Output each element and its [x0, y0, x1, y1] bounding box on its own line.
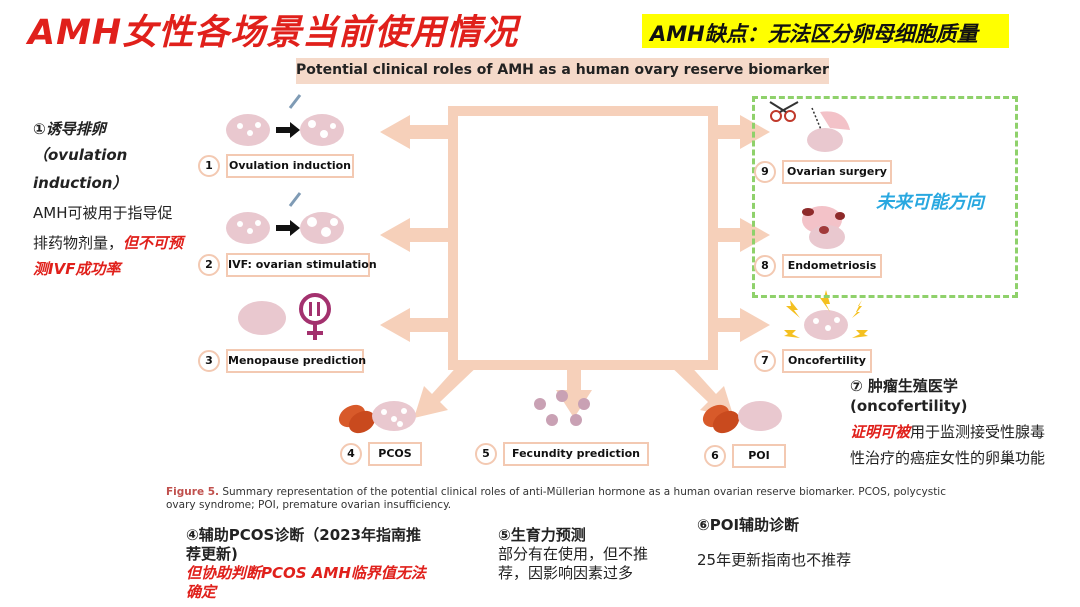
role-label-endometriosis: Endometriosis: [782, 254, 882, 278]
ivf-ovaries: [226, 192, 344, 244]
annotation-ovulation-body-2: 排药物剂量，: [33, 234, 124, 252]
annotation-pcos-title-1: ④辅助PCOS诊断（2023年指南推: [186, 526, 422, 544]
annotation-poi-title: ⑥POI辅助诊断: [697, 516, 800, 534]
annotation-fecundity-body-2: 荐，因影响因素过多: [498, 564, 634, 582]
role-label-poi: POI: [732, 444, 786, 468]
role-number: 7: [754, 350, 776, 372]
figure-title: Potential clinical roles of AMH as a hum…: [296, 62, 829, 78]
role-number: 1: [198, 155, 220, 177]
poi-illustration: [702, 401, 782, 434]
arrow-to-ivf: [380, 218, 448, 252]
endometriosis-illustration: [802, 206, 845, 249]
highlight-background: [642, 14, 1009, 48]
caption-text: Summary representation of the potential …: [166, 486, 946, 511]
ovulation-ovaries: [226, 94, 344, 146]
annotation-oncofertility-body-1: 用于监测接受性腺毒: [910, 423, 1046, 441]
annotation-ovulation-title-3: induction）: [33, 174, 128, 192]
role-number: 5: [475, 443, 497, 465]
future-directions-frame: [752, 96, 1018, 298]
arrow-to-oncofertility: [708, 308, 770, 342]
annotation-ovulation-title-2: （ovulation: [33, 146, 128, 164]
role-number: 2: [198, 254, 220, 276]
annotation-ovulation: ①诱导排卵 （ovulation induction） AMH可被用于指导促 排…: [33, 116, 203, 282]
arrow-to-menopause: [380, 308, 448, 342]
annotation-pcos: ④辅助PCOS诊断（2023年指南推 荐更新) 但协助判断PCOS AMH临界值…: [186, 526, 476, 602]
annotation-ovulation-red-2: 测IVF成功率: [33, 260, 121, 278]
annotation-fecundity-title: ⑤生育力预测: [498, 526, 586, 544]
role-label-ovulation: Ovulation induction: [226, 154, 354, 178]
future-directions-label: 未来可能方向: [876, 192, 984, 213]
annotation-pcos-title-2: 荐更新): [186, 545, 238, 563]
arrow-to-ovulation: [380, 115, 448, 149]
annotation-oncofertility-red: 证明可被: [850, 423, 911, 441]
role-label-ovarian-surgery: Ovarian surgery: [782, 160, 892, 184]
role-number: 6: [704, 445, 726, 467]
menopause-illustration: [238, 293, 331, 340]
annotation-oncofertility-body-2: 性治疗的癌症女性的卵巢功能: [850, 449, 1046, 467]
role-number: 3: [198, 350, 220, 372]
ovarian-surgery-illustration: [769, 101, 850, 152]
annotation-poi-body: 25年更新指南也不推荐: [697, 551, 852, 569]
oncofertility-illustration: [784, 290, 868, 340]
annotation-fecundity-body-1: 部分有在使用，但不推: [498, 545, 649, 563]
annotation-oncofertility: ⑦ 肿瘤生殖医学 (oncofertility) 证明可被用于监测接受性腺毒 性…: [850, 376, 1075, 468]
caption-lead: Figure 5.: [166, 486, 220, 498]
annotation-pcos-red-1: 但协助判断PCOS AMH临界值无法: [186, 564, 426, 582]
annotation-ovulation-body-1: AMH可被用于指导促: [33, 204, 173, 222]
figure-title-background: [296, 58, 829, 84]
figure-caption: Figure 5. Summary representation of the …: [166, 486, 956, 512]
role-label-menopause: Menopause prediction: [226, 349, 366, 373]
role-label-fecundity: Fecundity prediction: [503, 442, 649, 466]
role-label-pcos: PCOS: [368, 442, 422, 466]
role-number: 8: [754, 255, 776, 277]
fecundity-illustration: [534, 390, 590, 426]
annotation-pcos-red-2: 确定: [186, 583, 217, 601]
role-number: 4: [340, 443, 362, 465]
highlight-text: AMH缺点：无法区分卵母细胞质量: [650, 22, 978, 46]
annotation-ovulation-red-1: 但不可预: [123, 234, 184, 252]
role-label-ivf: IVF: ovarian stimulation: [226, 253, 377, 277]
annotation-oncofertility-title-2: (oncofertility): [850, 397, 968, 415]
center-figure-frame: [448, 106, 718, 370]
annotation-fecundity: ⑤生育力预测 部分有在使用，但不推 荐，因影响因素过多: [498, 526, 698, 583]
role-number: 9: [754, 161, 776, 183]
annotation-ovulation-title-1: ①诱导排卵: [33, 120, 106, 138]
slide-title: AMH女性各场景当前使用情况: [28, 13, 519, 53]
annotation-poi: ⑥POI辅助诊断 25年更新指南也不推荐: [697, 516, 897, 570]
annotation-oncofertility-title-1: ⑦ 肿瘤生殖医学: [850, 377, 958, 395]
pcos-illustration: [338, 401, 416, 434]
role-label-oncofertility: Oncofertility: [782, 349, 872, 373]
